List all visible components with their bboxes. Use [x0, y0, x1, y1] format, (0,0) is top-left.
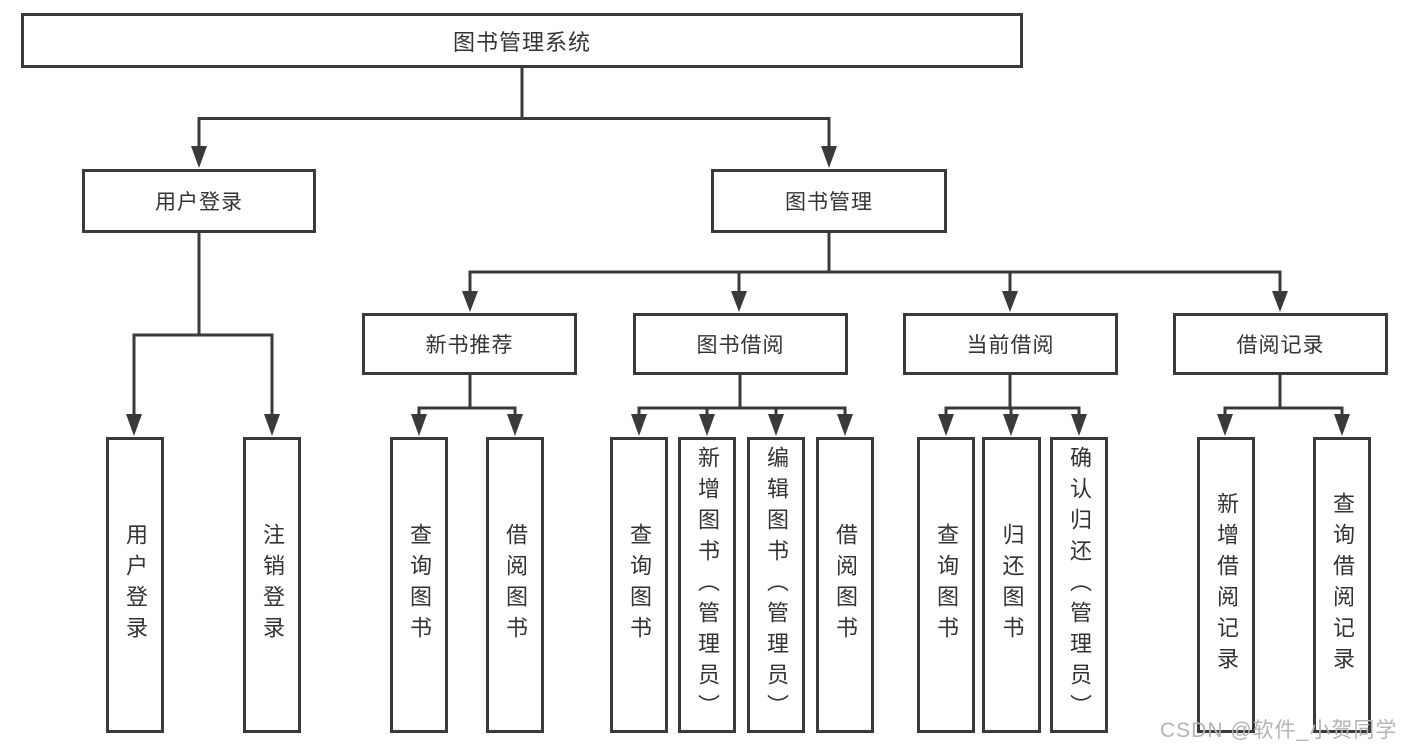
node-leaf-confirm-return-admin-label: 确认归还（管理员）	[1067, 445, 1092, 725]
node-branch-user-login: 用户登录	[82, 169, 316, 233]
node-leaf-query-books-1-label: 查询图书	[407, 523, 432, 647]
node-leaf-edit-books-admin: 编辑图书（管理员）	[747, 437, 805, 733]
node-group-borrow-records: 借阅记录	[1173, 313, 1388, 375]
node-group-current-borrow-label: 当前借阅	[966, 334, 1055, 357]
node-leaf-borrow-books-1: 借阅图书	[486, 437, 544, 733]
node-root: 图书管理系统	[21, 13, 1023, 68]
node-leaf-borrow-books-1-label: 借阅图书	[503, 523, 528, 647]
node-leaf-borrow-books-2: 借阅图书	[816, 437, 874, 733]
node-leaf-query-books-2-label: 查询图书	[627, 523, 652, 647]
node-group-book-borrow: 图书借阅	[633, 313, 848, 375]
node-leaf-query-books-2: 查询图书	[610, 437, 668, 733]
node-leaf-borrow-books-2-label: 借阅图书	[833, 523, 858, 647]
node-branch-user-login-label: 用户登录	[155, 191, 243, 214]
node-group-current-borrow: 当前借阅	[903, 313, 1118, 375]
node-leaf-add-books-admin: 新增图书（管理员）	[678, 437, 736, 733]
node-leaf-add-borrow-record-label: 新增借阅记录	[1214, 492, 1239, 678]
csdn-watermark: CSDN @软件_小贺同学	[1160, 719, 1398, 742]
node-leaf-query-borrow-record-label: 查询借阅记录	[1330, 492, 1355, 678]
node-leaf-user-login: 用户登录	[106, 437, 164, 733]
node-leaf-query-books-3: 查询图书	[917, 437, 975, 733]
node-group-new-book-recommend: 新书推荐	[362, 313, 577, 375]
node-root-label: 图书管理系统	[452, 29, 591, 55]
node-group-new-book-recommend-label: 新书推荐	[425, 334, 514, 357]
node-leaf-query-books-1: 查询图书	[390, 437, 448, 733]
node-branch-book-management-label: 图书管理	[785, 191, 873, 214]
node-leaf-edit-books-admin-label: 编辑图书（管理员）	[764, 445, 789, 725]
node-leaf-return-books-label: 归还图书	[999, 523, 1025, 647]
node-leaf-add-borrow-record: 新增借阅记录	[1197, 437, 1255, 733]
node-group-book-borrow-label: 图书借阅	[696, 334, 785, 357]
node-leaf-user-login-label: 用户登录	[123, 523, 148, 647]
node-leaf-add-books-admin-label: 新增图书（管理员）	[695, 445, 720, 725]
node-leaf-logout-label: 注销登录	[260, 523, 285, 647]
node-leaf-query-books-3-label: 查询图书	[934, 523, 959, 647]
node-leaf-confirm-return-admin: 确认归还（管理员）	[1050, 437, 1108, 733]
node-leaf-logout: 注销登录	[243, 437, 301, 733]
node-branch-book-management: 图书管理	[711, 169, 947, 233]
node-leaf-query-borrow-record: 查询借阅记录	[1313, 437, 1371, 733]
node-group-borrow-records-label: 借阅记录	[1236, 334, 1325, 357]
node-leaf-return-books: 归还图书	[982, 437, 1041, 733]
